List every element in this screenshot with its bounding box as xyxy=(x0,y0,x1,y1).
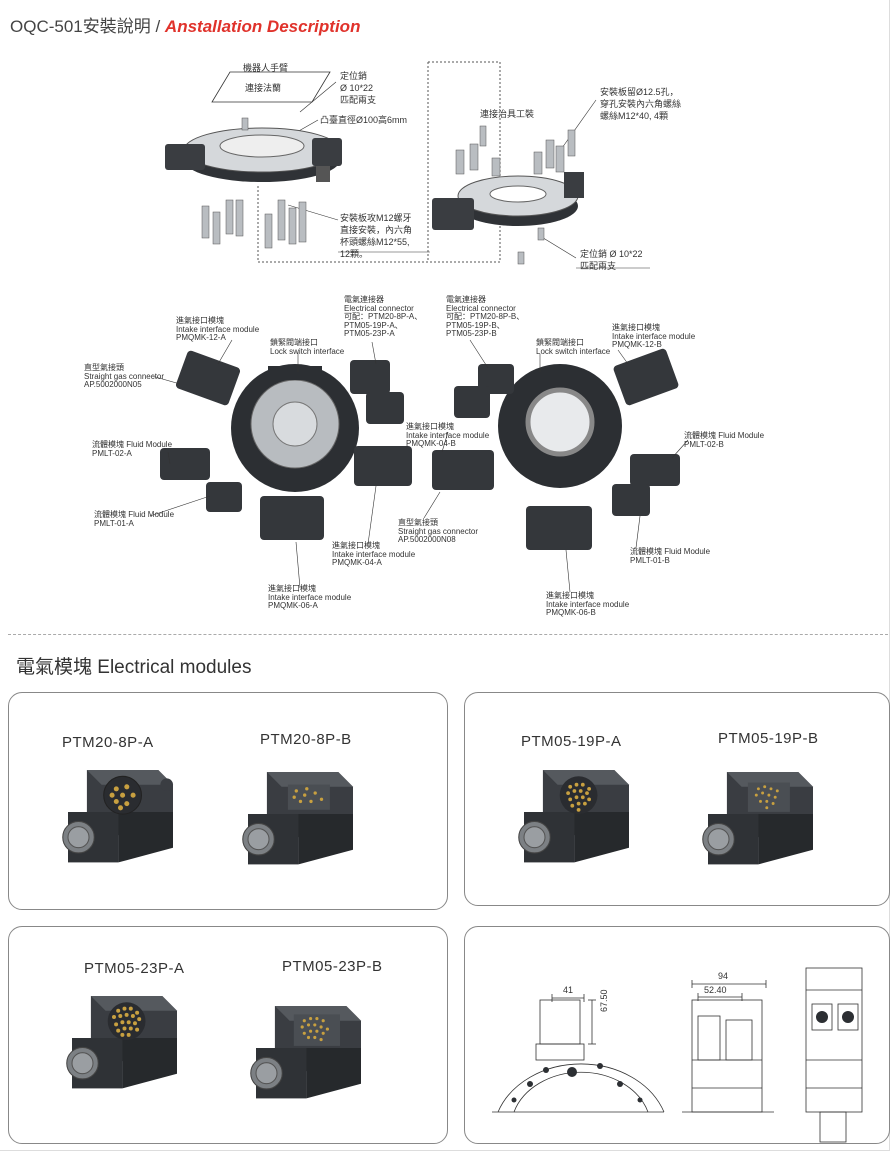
title-cn: OQC-501安裝說明 / xyxy=(10,17,165,36)
install-diagram xyxy=(165,61,650,269)
section-divider xyxy=(8,634,888,635)
module-name-ptm05-19p-b: PTM05-19P-B xyxy=(718,730,819,747)
panel-ptm20 xyxy=(8,692,448,910)
dim-52-40: 52.40 xyxy=(704,985,727,995)
bolt-left-label: 安裝板攻M12螺牙 直接安裝，內六角 杯頭螺絲M12*55, 12顆。 xyxy=(340,213,413,259)
module-name-ptm20-8p-a: PTM20-8P-A xyxy=(62,734,154,751)
pin-bottom-right: 定位銷 Ø 10*22 匹配兩支 xyxy=(580,249,643,271)
bolt-right-label: 安裝板留Ø12.5孔， 穿孔安裝內六角螺絲 螺絲M12*40, 4顆 xyxy=(600,87,682,121)
panel-dimensions xyxy=(464,926,890,1144)
explode-diagram xyxy=(149,339,689,593)
dim-67-50: 67.50 xyxy=(599,989,609,1012)
pin-top-left: 定位銷 Ø 10*22 匹配兩支 xyxy=(340,71,377,105)
module-name-ptm20-8p-b: PTM20-8P-B xyxy=(260,731,352,748)
tool-label: 連接治具工裝 xyxy=(480,109,535,119)
module-name-ptm05-19p-a: PTM05-19P-A xyxy=(521,733,622,750)
flange-label: 連接法蘭 xyxy=(245,83,282,93)
module-name-ptm05-23p-b: PTM05-23P-B xyxy=(282,958,383,975)
title-en: Anstallation Description xyxy=(164,17,361,36)
module-name-ptm05-23p-a: PTM05-23P-A xyxy=(84,960,185,977)
panel-ptm05-23 xyxy=(8,926,448,1144)
dim-41: 41 xyxy=(563,985,574,995)
boss-label: 凸臺直徑Ø100高6mm xyxy=(320,115,408,125)
dim-94: 94 xyxy=(718,971,729,981)
electrical-section-title: 電氣模塊 Electrical modules xyxy=(16,657,252,678)
panel-ptm05-19 xyxy=(464,692,890,906)
page-title: OQC-501安裝說明 / Anstallation Description xyxy=(10,12,360,37)
robot-arm-label: 機器人手臂 xyxy=(243,63,289,73)
